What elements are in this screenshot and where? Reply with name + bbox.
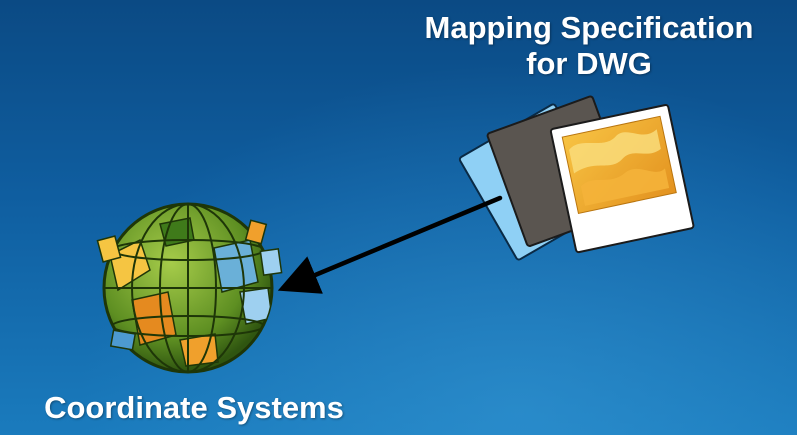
mapping-spec-label: Mapping Specification for DWG bbox=[380, 10, 797, 82]
globe-icon bbox=[96, 202, 283, 374]
mapping-spec-label-line1: Mapping Specification bbox=[424, 10, 754, 45]
map-photo-sheet bbox=[549, 104, 695, 254]
coordinate-systems-label: Coordinate Systems bbox=[44, 390, 344, 425]
mapping-spec-label-line2: for DWG bbox=[526, 46, 652, 81]
arrow-connector bbox=[277, 195, 503, 294]
map-documents-icon bbox=[458, 95, 695, 261]
